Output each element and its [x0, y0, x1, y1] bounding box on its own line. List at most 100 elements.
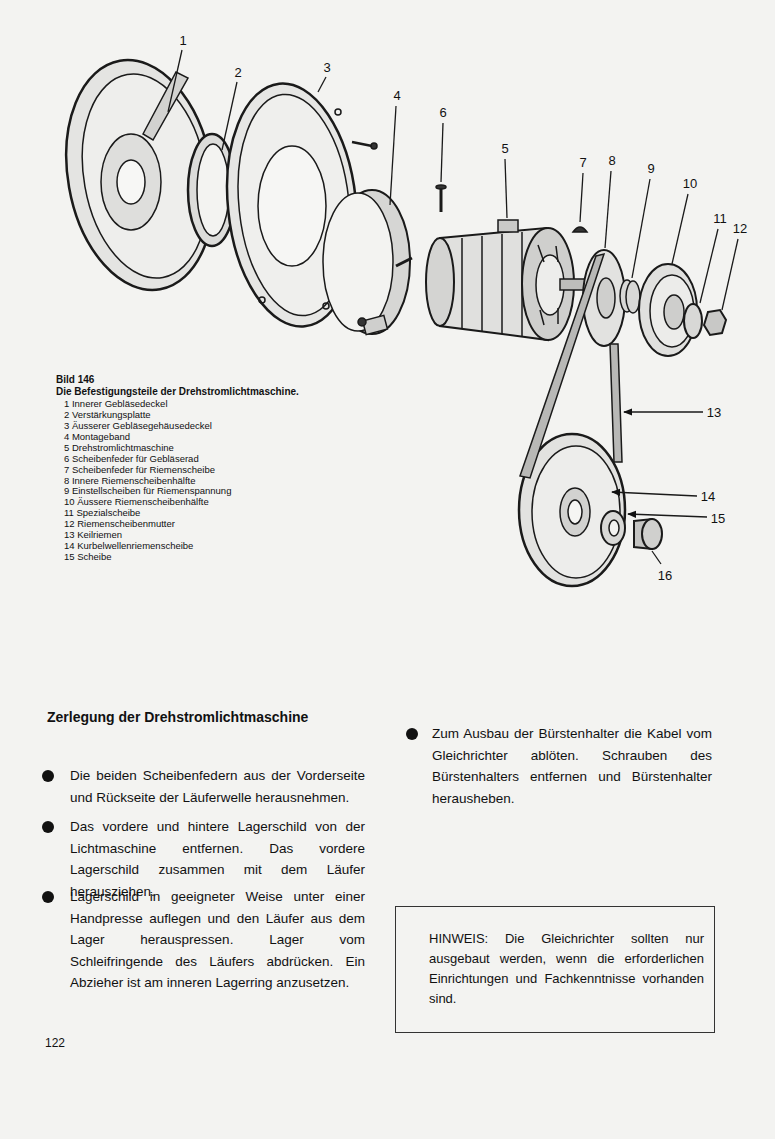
- callout-number: 14: [701, 489, 715, 504]
- shims: [620, 280, 640, 313]
- legend-item: 9 Einstellscheiben für Riemenspannung: [64, 485, 231, 496]
- callout-number: 1: [179, 33, 186, 48]
- instruction-text: Zum Ausbau der Bürstenhalter die Kabel v…: [432, 723, 712, 809]
- bullet: [406, 728, 418, 740]
- bullets: [42, 728, 418, 903]
- leader-lines: [168, 50, 738, 564]
- bullet: [42, 821, 54, 833]
- instruction-text: Die beiden Scheibenfedern aus der Vorder…: [70, 765, 365, 808]
- special-washer: [684, 304, 702, 338]
- callout-number: 5: [501, 141, 508, 156]
- leader-line: [632, 179, 650, 278]
- leader-line: [168, 50, 182, 112]
- mounting-band: [323, 190, 412, 335]
- alternator: [426, 220, 594, 340]
- callout-number: 7: [579, 155, 586, 170]
- leader-arrow: [624, 411, 703, 412]
- leader-line: [441, 123, 443, 182]
- leader-arrow: [612, 492, 697, 496]
- bullet: [42, 891, 54, 903]
- leader-line: [722, 239, 738, 310]
- callout-number: 13: [707, 405, 721, 420]
- instruction-text: Lagerschild in geeigneter Weise unter ei…: [70, 886, 365, 994]
- inner-fan-cover: [49, 48, 231, 301]
- fin: [481, 236, 483, 331]
- bullet: [42, 770, 54, 782]
- woodruff-key-fan: [436, 185, 446, 212]
- legend-item: 12 Riemenscheibenmutter: [64, 518, 175, 529]
- clamp-screw-head: [358, 318, 366, 326]
- vent-slot: [556, 246, 558, 262]
- alternator-front: [426, 238, 454, 326]
- vent-slot: [540, 310, 544, 325]
- vent-slot: [557, 308, 559, 324]
- callout-number: 10: [683, 176, 697, 191]
- callout-number: 3: [323, 60, 330, 75]
- screw-hole: [259, 297, 265, 303]
- screw-hole: [323, 303, 329, 309]
- legend-item: 4 Montageband: [64, 431, 130, 442]
- fin: [461, 238, 463, 328]
- leader-arrow: [628, 514, 707, 517]
- legend-item: 14 Kurbelwellenriemenscheibe: [64, 540, 193, 551]
- v-belt: [520, 254, 622, 478]
- leader-line: [700, 229, 718, 303]
- leader-line: [505, 159, 507, 218]
- section-heading: Zerlegung der Drehstromlichtmaschine: [47, 709, 308, 726]
- key-head: [436, 185, 446, 189]
- cover-slot: [143, 72, 188, 140]
- legend-item: 2 Verstärkungsplatte: [64, 409, 151, 420]
- legend-item: 8 Innere Riemenscheibenhälfte: [64, 475, 196, 486]
- washer-ring: [601, 511, 625, 545]
- legend-item: 6 Scheibenfeder für Gebläserad: [64, 453, 199, 464]
- page-number: 122: [45, 1036, 65, 1050]
- cover-boss: [101, 134, 161, 230]
- band-clamp: [363, 315, 388, 334]
- callout-number: 6: [439, 105, 446, 120]
- legend-item: 1 Innerer Gebläsedeckel: [64, 398, 168, 409]
- legend-item: 15 Scheibe: [64, 551, 112, 562]
- band-inner: [323, 193, 393, 331]
- caption-title: Die Befestigungsteile der Drehstromlicht…: [56, 386, 299, 398]
- callout-number: 12: [733, 221, 747, 236]
- note-text: HINWEIS: Die Gleichrichter sollten nur a…: [429, 929, 704, 1009]
- legend-item: 3 Äusserer Gebläsegehäusedeckel: [64, 420, 212, 431]
- legend-item: 7 Scheibenfeder für Riemenscheibe: [64, 464, 215, 475]
- callout-number: 8: [608, 153, 615, 168]
- callout-number: 16: [658, 568, 672, 583]
- pulley-hub: [664, 295, 684, 329]
- figure-caption: Bild 146: [56, 374, 94, 386]
- key-body: [440, 187, 443, 212]
- leader-line: [672, 194, 688, 264]
- cover-rim: [49, 48, 231, 301]
- illustration: [42, 48, 738, 903]
- belt-strand: [520, 254, 604, 478]
- leader-line: [222, 82, 237, 150]
- housing-hole: [258, 146, 326, 266]
- crank-pulley-hub: [560, 488, 590, 536]
- callout-number: 15: [711, 511, 725, 526]
- callout-number: 4: [393, 88, 400, 103]
- leader-line: [652, 551, 661, 564]
- legend-item: 13 Keilriemen: [64, 529, 122, 540]
- crank-pulley-bore: [568, 500, 582, 524]
- callout-number: 11: [713, 211, 727, 226]
- callout-number: 2: [234, 65, 241, 80]
- woodruff-key-pulley: [573, 227, 587, 232]
- cover-hole: [117, 160, 145, 204]
- washer: [601, 511, 625, 545]
- leader-line: [580, 173, 583, 222]
- washer-hole: [609, 520, 619, 536]
- pulley-hub: [597, 278, 615, 318]
- plate-inner: [197, 144, 229, 236]
- leader-line: [605, 171, 611, 248]
- crankshaft-bolt: [634, 519, 662, 549]
- legend-item: 11 Spezialscheibe: [64, 507, 140, 518]
- belt-strand: [610, 344, 622, 462]
- legend-item: 10 Äussere Riemenscheibenhälfte: [64, 496, 209, 507]
- vent-slot: [538, 245, 544, 262]
- clamp-screw: [396, 258, 412, 266]
- leader-line: [390, 106, 396, 205]
- bolt-head: [642, 519, 662, 549]
